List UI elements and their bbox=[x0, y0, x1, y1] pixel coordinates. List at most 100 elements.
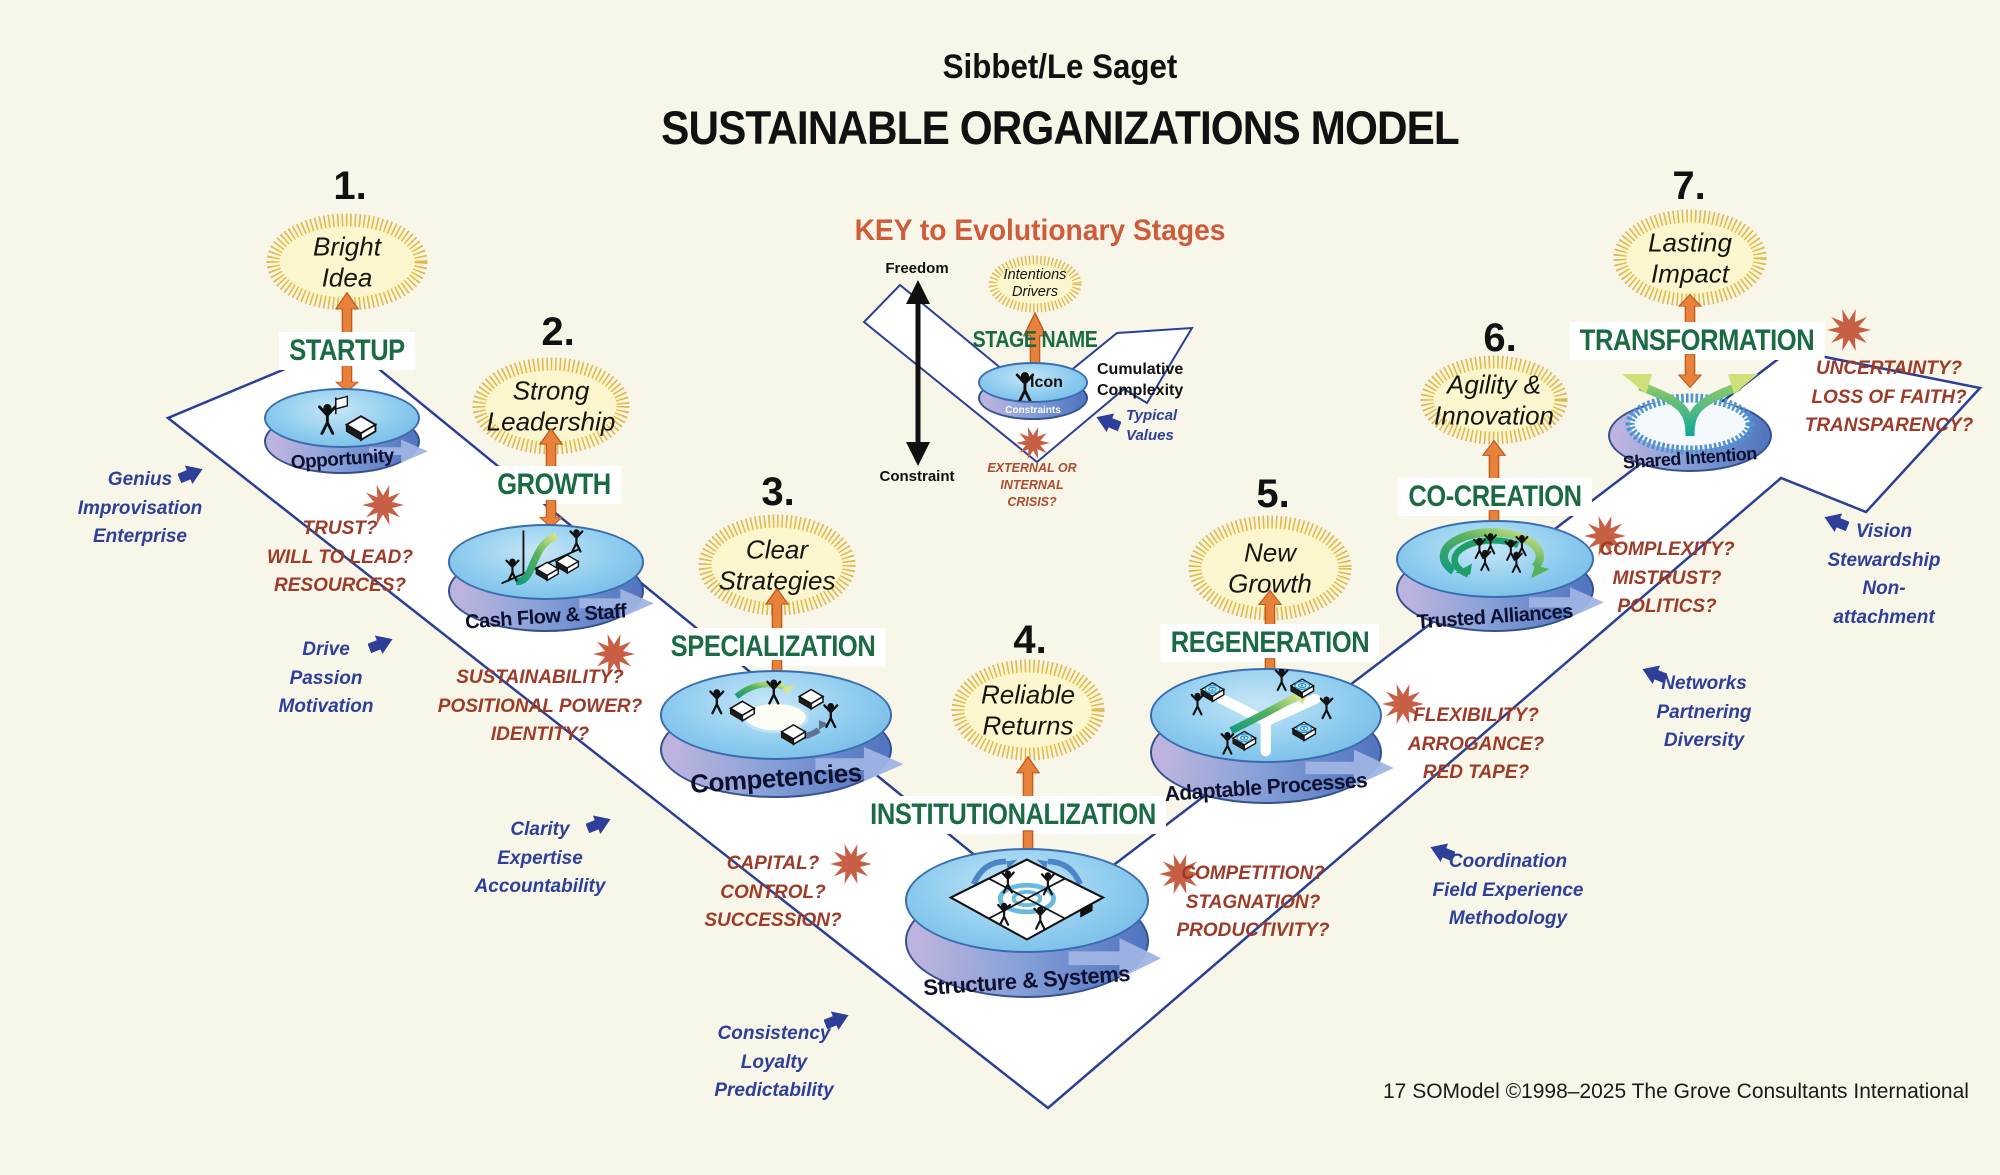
stage-7-crisis: UNCERTAINTY? LOSS OF FAITH? TRANSPARENCY… bbox=[1804, 358, 1974, 436]
stage-3-intention-oval: Clear Strategies bbox=[693, 510, 861, 620]
stage-3-name: SPECIALIZATION bbox=[660, 628, 886, 666]
key-constraint-label: Constraint bbox=[879, 468, 955, 485]
stage-6-disk: Trusted Alliances bbox=[1396, 520, 1604, 633]
values-arrow-icon bbox=[1824, 513, 1849, 533]
stage-3-intention-label: Clear Strategies bbox=[718, 534, 836, 595]
stage-5-number: 5. bbox=[1256, 472, 1290, 516]
key-stage-name-label: STAGE NAME bbox=[972, 326, 1098, 352]
crisis-starburst-icon bbox=[593, 634, 635, 674]
intention-arrow-icon bbox=[1258, 590, 1282, 628]
stage-1-values: Genius Improvisation Enterprise bbox=[77, 469, 203, 547]
stage-5-values: Coordination Field Experience Methodolog… bbox=[1432, 851, 1584, 929]
stage-2-disk: Cash Flow & Staff bbox=[448, 524, 654, 633]
key-title: KEY to Evolutionary Stages bbox=[854, 214, 1226, 247]
stage-4-name: INSTITUTIONALIZATION bbox=[859, 796, 1167, 834]
stage-6-crisis: COMPLEXITY? MISTRUST? POLITICS? bbox=[1599, 539, 1735, 617]
copyright-credit: 17 SOModel ©1998–2025 The Grove Consulta… bbox=[1383, 1080, 1969, 1103]
key-constraints-label: Constraints bbox=[1005, 405, 1061, 416]
competencies-ring-icon bbox=[709, 678, 839, 746]
stage-5-crisis: FLEXIBILITY? ARROGANCE? RED TAPE? bbox=[1407, 705, 1545, 783]
values-arrow-icon bbox=[824, 1011, 849, 1031]
stage-5-disk: Adaptable Processes bbox=[1150, 668, 1394, 806]
stage-6-intention-label: Agility & Innovation bbox=[1434, 369, 1554, 430]
sunburst-oval-icon bbox=[472, 357, 630, 455]
sunburst-oval-icon bbox=[951, 659, 1105, 761]
values-arrow-icon bbox=[1430, 843, 1455, 863]
stage-2-intention-oval: Strong Leadership bbox=[467, 353, 635, 459]
stage-2-intention-label: Strong Leadership bbox=[486, 375, 616, 436]
values-arrow-icon bbox=[368, 635, 393, 655]
disk-top bbox=[448, 524, 644, 600]
stage-1-name: STARTUP bbox=[279, 332, 415, 370]
stage-5-name: REGENERATION bbox=[1160, 624, 1380, 662]
stage-4-crisis: COMPETITION? STAGNATION? PRODUCTIVITY? bbox=[1176, 863, 1330, 941]
stage-1-number: 1. bbox=[333, 164, 367, 208]
key-typical-values-label: Typical Values bbox=[1126, 407, 1178, 445]
stage-2-crisis: SUSTAINABILITY? POSITIONAL POWER? IDENTI… bbox=[437, 667, 643, 745]
stage-5-intention-oval: New Growth bbox=[1183, 510, 1357, 626]
stage-4-intention-label: Reliable Returns bbox=[981, 679, 1075, 740]
stage-3-number: 3. bbox=[761, 470, 795, 514]
intention-arrow-icon bbox=[335, 292, 359, 336]
stage-6-name: CO-CREATION bbox=[1398, 478, 1592, 516]
stage-2-values: Drive Passion Motivation bbox=[278, 639, 374, 717]
growth-chart-icon bbox=[500, 528, 584, 586]
crisis-starburst-icon bbox=[830, 844, 872, 884]
stage-6-intention-oval: Agility & Innovation bbox=[1415, 351, 1573, 449]
key-intentions-oval: Intentions Drivers bbox=[985, 253, 1085, 315]
key-intentions-label: Intentions Drivers bbox=[1003, 266, 1067, 300]
intention-arrow-icon bbox=[765, 588, 789, 630]
stage-4-intention-oval: Reliable Returns bbox=[946, 655, 1110, 765]
crisis-starburst-icon bbox=[1382, 684, 1424, 724]
stage-2-number: 2. bbox=[541, 310, 575, 354]
key-icon-label: Icon bbox=[1030, 374, 1063, 391]
typical-values-arrow-icon bbox=[1096, 413, 1121, 433]
stage-7-intention-label: Lasting Impact bbox=[1648, 227, 1732, 288]
key-cumulative-complexity-label: Cumulative Complexity bbox=[1097, 361, 1184, 399]
stage-4-disk: Structure & Systems bbox=[905, 848, 1162, 1000]
crisis-starburst-icon bbox=[1584, 516, 1626, 556]
diagram-byline: Sibbet/Le Saget bbox=[942, 48, 1178, 86]
stage-5-intention-label: New Growth bbox=[1228, 537, 1312, 598]
sunburst-oval-icon bbox=[988, 255, 1082, 313]
stage-1-intention-label: Bright Idea bbox=[313, 231, 381, 292]
stage-7-name: TRANSFORMATION bbox=[1569, 322, 1825, 360]
stage-3-disk: Competencies bbox=[660, 670, 904, 799]
foundation-arrow-icon bbox=[335, 366, 359, 392]
freedom-constraint-axis-icon bbox=[906, 280, 930, 466]
foundation-arrow-icon bbox=[1678, 354, 1702, 388]
key-mini-band bbox=[862, 283, 1194, 464]
stage-7-disk: Shared Intention bbox=[1608, 374, 1772, 473]
disk-top bbox=[978, 362, 1088, 403]
stage-4-values: Consistency Loyalty Predictability bbox=[714, 1023, 834, 1101]
stage-3-values: Clarity Expertise Accountability bbox=[474, 819, 606, 897]
stage-2-name: GROWTH bbox=[487, 466, 621, 504]
stage-7-number: 7. bbox=[1672, 164, 1706, 208]
values-arrow-icon bbox=[178, 465, 203, 485]
adaptable-processes-icon bbox=[1190, 669, 1334, 757]
diagram-title: SUSTAINABLE ORGANIZATIONS MODEL bbox=[661, 101, 1460, 154]
stage-6-values: Networks Partnering Diversity bbox=[1656, 673, 1752, 751]
structure-grid-icon bbox=[948, 857, 1106, 941]
sunburst-oval-icon bbox=[1420, 355, 1568, 445]
values-arrow-icon bbox=[586, 815, 611, 835]
stage-1-disk: Opportunity bbox=[264, 388, 428, 474]
foundation-arrow-icon bbox=[539, 500, 563, 528]
intention-arrow-icon bbox=[539, 428, 563, 470]
crisis-starburst-icon bbox=[1016, 426, 1050, 460]
shared-intention-ring-icon bbox=[1622, 374, 1758, 455]
key-crisis-label: EXTERNAL OR INTERNAL CRISIS? bbox=[987, 461, 1077, 509]
stage-1-crisis: TRUST? WILL TO LEAD? RESOURCES? bbox=[266, 518, 414, 596]
opportunity-icon bbox=[317, 395, 377, 441]
intention-arrow-icon bbox=[1016, 756, 1040, 800]
trusted-alliances-icon bbox=[1439, 528, 1550, 579]
key-freedom-label: Freedom bbox=[885, 260, 949, 277]
crisis-starburst-icon bbox=[362, 485, 404, 525]
crisis-starburst-icon bbox=[1159, 854, 1201, 894]
stage-3-crisis: CAPITAL? CONTROL? SUCCESSION? bbox=[704, 853, 842, 931]
stage-4-number: 4. bbox=[1013, 618, 1047, 662]
intention-arrow-icon bbox=[1482, 440, 1506, 480]
sunburst-oval-icon bbox=[698, 514, 856, 616]
crisis-starburst-icon bbox=[1827, 309, 1871, 351]
